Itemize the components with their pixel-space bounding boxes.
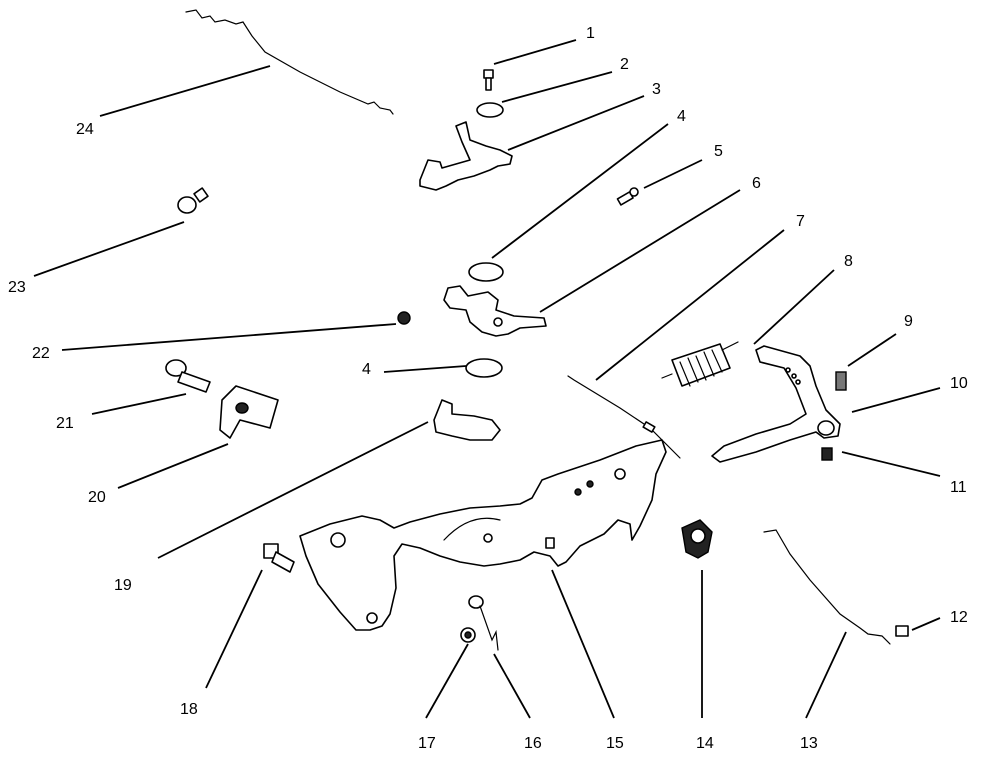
callout-20: 20	[88, 489, 106, 506]
part-4-washer-upper	[468, 262, 504, 282]
part-18-bolt	[263, 543, 295, 573]
part-10-arm	[711, 345, 841, 463]
part-7-link-rod	[567, 375, 681, 459]
callout-12: 12	[950, 609, 968, 626]
part-3-bracket	[419, 121, 513, 191]
part-20-clip	[219, 385, 279, 439]
part-4-washer-lower	[465, 358, 503, 378]
part-15-main-plate	[299, 439, 667, 631]
callout-23: 23	[8, 279, 26, 296]
leader-lines	[33, 39, 941, 719]
part-13-link-rod	[763, 529, 891, 645]
callout-19: 19	[114, 577, 132, 594]
callout-labels: 1 2 3 4 4 5 6 7 8 9 10 11 12 13 14 15 16…	[8, 25, 968, 752]
callout-16: 16	[524, 735, 542, 752]
callout-1: 1	[586, 25, 595, 42]
part-22-nut	[397, 311, 411, 325]
callout-4a: 4	[677, 108, 686, 125]
callout-8: 8	[844, 253, 853, 270]
part-17-nut	[460, 627, 476, 643]
part-9-screw	[835, 371, 847, 391]
callout-24: 24	[76, 121, 94, 138]
callout-6: 6	[752, 175, 761, 192]
part-19-lever	[433, 399, 501, 441]
callout-17: 17	[418, 735, 436, 752]
part-14-bushing	[681, 519, 713, 559]
callout-13: 13	[800, 735, 818, 752]
callout-4b: 4	[362, 361, 371, 378]
part-24-rod	[185, 9, 394, 115]
part-2-washer	[476, 102, 504, 118]
part-23-bolt	[177, 187, 209, 214]
callout-5: 5	[714, 143, 723, 160]
callout-21: 21	[56, 415, 74, 432]
callout-22: 22	[32, 345, 50, 362]
part-12-nut	[895, 625, 909, 637]
callout-10: 10	[950, 375, 968, 392]
part-16-clip	[468, 595, 499, 651]
part-21-bolt	[165, 359, 211, 393]
callout-15: 15	[606, 735, 624, 752]
callout-11: 11	[950, 479, 967, 496]
callout-14: 14	[696, 735, 714, 752]
part-5-screw	[616, 187, 639, 206]
callout-9: 9	[904, 313, 913, 330]
part-1-screw	[483, 69, 494, 91]
part-11-nut	[821, 447, 833, 461]
callout-3: 3	[652, 81, 661, 98]
callout-2: 2	[620, 56, 629, 73]
part-8-spring	[661, 341, 739, 387]
callout-7: 7	[796, 213, 805, 230]
callout-18: 18	[180, 701, 198, 718]
part-6-lever	[443, 285, 547, 337]
